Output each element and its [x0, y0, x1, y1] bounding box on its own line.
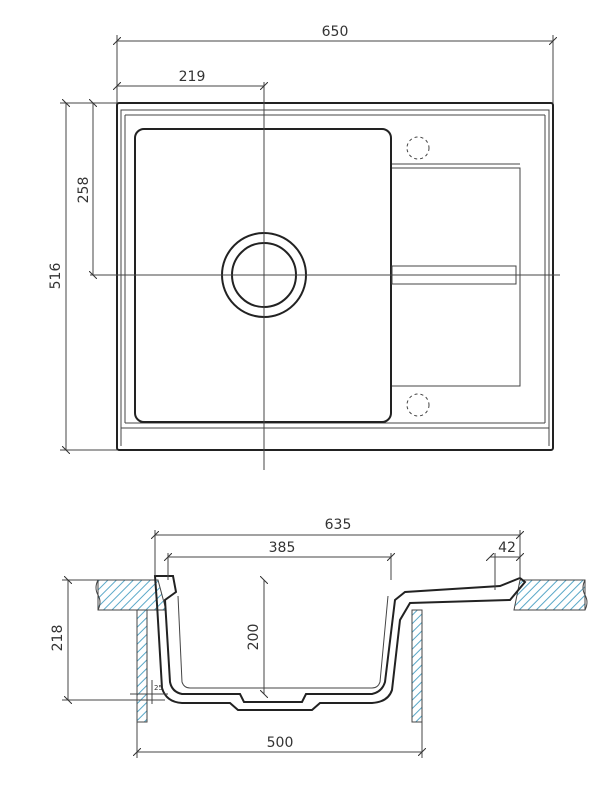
top-view: 650 219 516 258 [48, 24, 560, 470]
tap-hole-bottom-icon [406, 393, 430, 417]
section-view: 200 635 385 42 218 25 500 [50, 517, 588, 758]
sink-section-inner [177, 595, 389, 689]
sink-section-outer [153, 575, 527, 711]
dim-depth-label: 516 [48, 263, 64, 290]
dim-rim-label: 42 [498, 540, 516, 556]
dim-small-label: 25 [154, 684, 163, 692]
sink-outline [116, 102, 554, 451]
tap-hole-top-icon [406, 136, 430, 160]
dim-cabinet-label: 500 [267, 735, 294, 751]
dim-bowl-width-label: 385 [269, 540, 296, 556]
cabinet-wall-left [136, 609, 148, 723]
dim-width-label: 650 [322, 24, 349, 40]
sink-inner-rim [120, 109, 550, 429]
dim-total-label: 635 [325, 517, 352, 533]
dim-bowl-depth-label: 200 [246, 624, 262, 651]
dim-height-label: 218 [50, 625, 66, 652]
dim-half-depth-label: 258 [76, 177, 92, 204]
drainboard-outline [392, 167, 521, 387]
countertop-right [513, 579, 586, 611]
cabinet-wall-right [411, 609, 423, 723]
dim-bowl-offset-label: 219 [179, 69, 206, 85]
